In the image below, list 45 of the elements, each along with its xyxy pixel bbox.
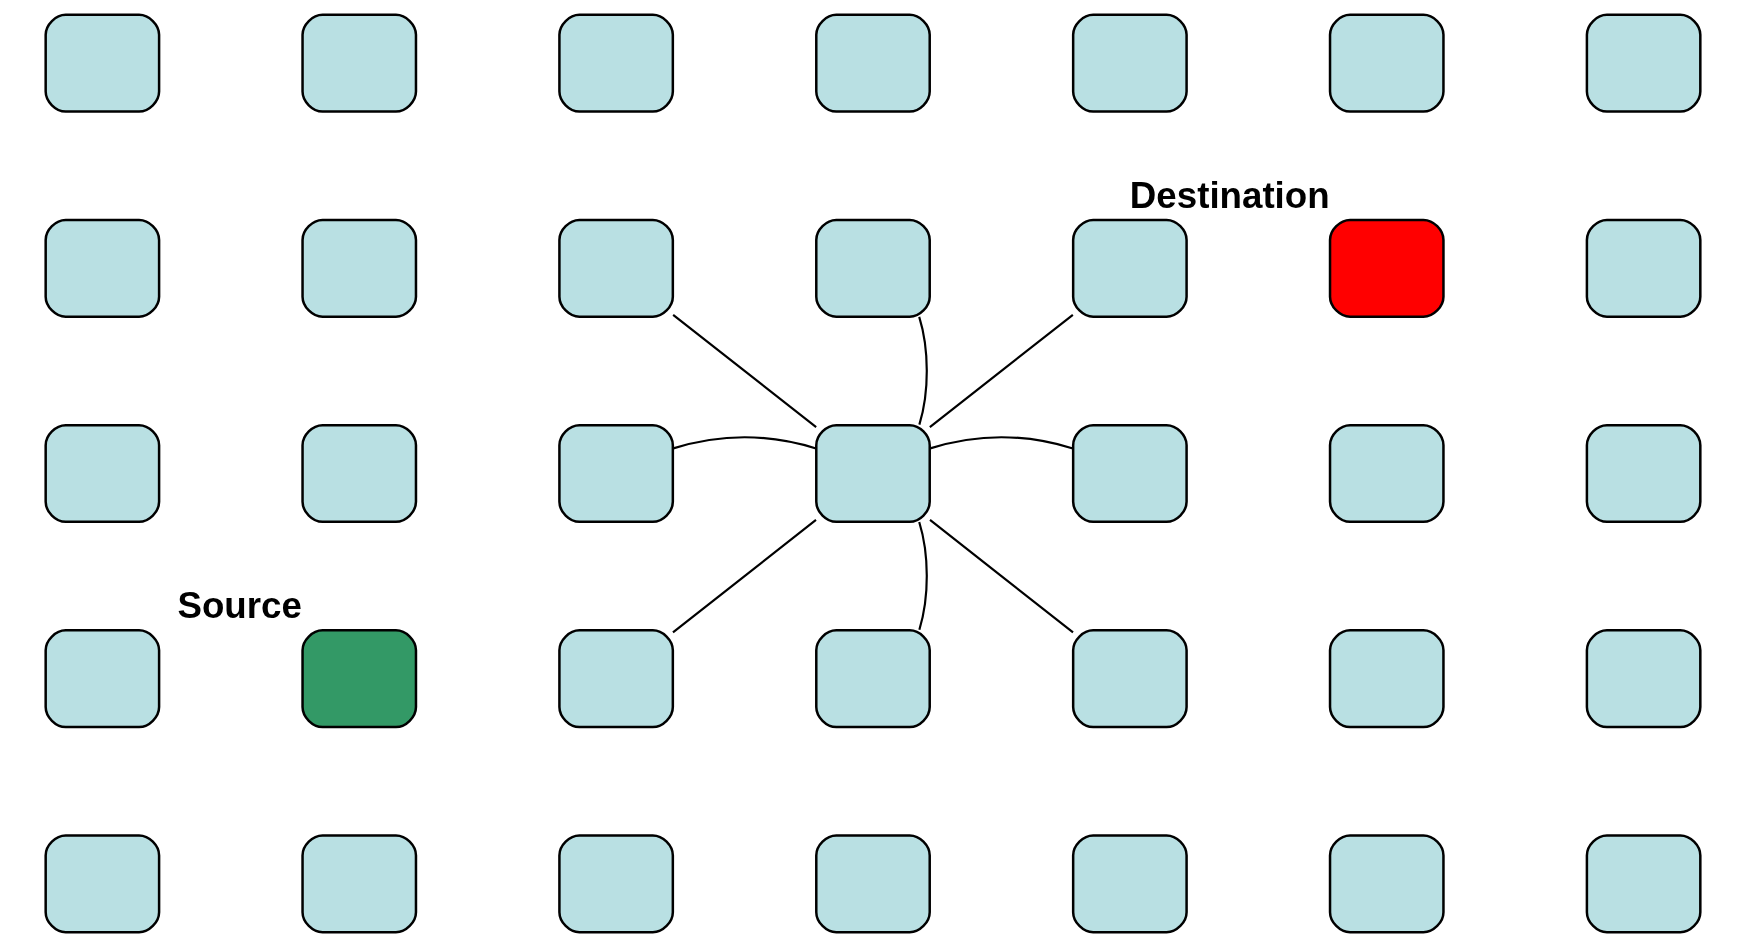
node-box bbox=[1071, 423, 1188, 524]
node-box bbox=[557, 218, 674, 318]
node-box bbox=[1328, 834, 1445, 934]
node-box bbox=[43, 13, 160, 113]
connector bbox=[917, 521, 928, 631]
node-box bbox=[300, 834, 417, 934]
node-box bbox=[43, 423, 160, 524]
node-box bbox=[814, 629, 931, 729]
node-box bbox=[1585, 629, 1702, 729]
node-box bbox=[814, 13, 931, 113]
connector bbox=[671, 313, 817, 428]
node-label: Source bbox=[176, 584, 302, 626]
node-box bbox=[1328, 13, 1445, 113]
node-box bbox=[43, 834, 160, 934]
node-box bbox=[1328, 218, 1445, 318]
connector bbox=[671, 519, 817, 634]
node-box bbox=[1585, 834, 1702, 934]
node-label: Destination bbox=[1129, 174, 1330, 216]
connector bbox=[672, 436, 816, 450]
connector bbox=[917, 316, 928, 425]
node-box bbox=[557, 13, 674, 113]
connector bbox=[929, 436, 1073, 450]
node-box bbox=[1071, 629, 1188, 729]
node-box bbox=[43, 218, 160, 318]
node-box bbox=[1328, 423, 1445, 524]
node-box bbox=[300, 218, 417, 318]
node-box bbox=[557, 423, 674, 524]
node-box bbox=[557, 629, 674, 729]
node-box bbox=[1071, 13, 1188, 113]
connector bbox=[928, 313, 1074, 428]
node-box bbox=[300, 629, 417, 729]
node-box bbox=[557, 834, 674, 934]
node-box bbox=[1328, 629, 1445, 729]
node-box bbox=[814, 423, 931, 524]
node-box bbox=[43, 629, 160, 729]
node-box bbox=[300, 13, 417, 113]
node-box bbox=[814, 834, 931, 934]
node-box bbox=[1585, 423, 1702, 524]
node-box bbox=[1071, 218, 1188, 318]
node-box bbox=[814, 218, 931, 318]
node-box bbox=[1585, 13, 1702, 113]
node-box bbox=[1585, 218, 1702, 318]
node-box bbox=[1071, 834, 1188, 934]
connector bbox=[928, 519, 1074, 634]
node-box bbox=[300, 423, 417, 524]
